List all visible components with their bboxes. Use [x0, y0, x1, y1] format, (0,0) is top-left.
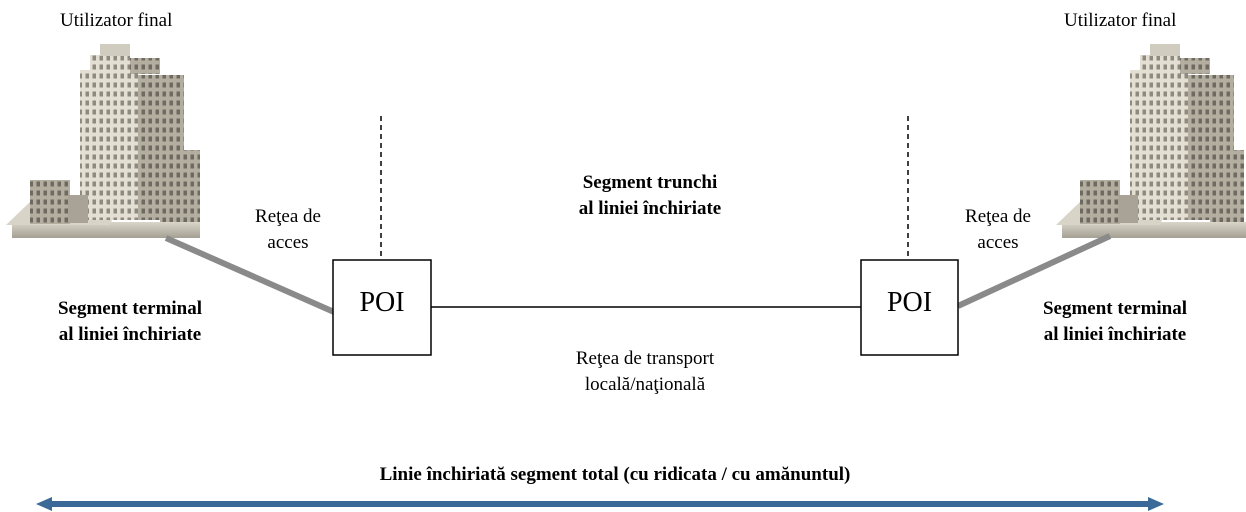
trunk-segment-label: Segment trunchi al liniei închiriate — [578, 172, 722, 219]
access-network-right-label: Reţea de acces — [965, 206, 1031, 253]
end-user-right-label: Utilizator final — [1064, 10, 1177, 31]
poi-box-left — [332, 259, 432, 356]
end-user-left-label: Utilizator final — [60, 10, 173, 31]
total-segment-label: Linie închiriată segment total (cu ridic… — [379, 464, 851, 485]
building-right-icon — [1056, 44, 1246, 238]
transport-network-label: Reţea de transport locală/naţională — [575, 348, 715, 395]
poi-right-label: POI — [886, 287, 933, 318]
access-line-right — [956, 233, 1112, 309]
terminal-segment-left-label: Segment terminal al liniei închiriate — [57, 298, 203, 345]
access-line-left — [164, 235, 336, 315]
poi-left-label: POI — [359, 287, 405, 318]
building-left-icon — [6, 44, 200, 238]
access-network-left-label: Reţea de acces — [255, 206, 321, 253]
total-segment-arrow — [36, 497, 1164, 511]
poi-box-right — [860, 259, 959, 356]
terminal-segment-right-label: Segment terminal al liniei închiriate — [1042, 298, 1188, 345]
